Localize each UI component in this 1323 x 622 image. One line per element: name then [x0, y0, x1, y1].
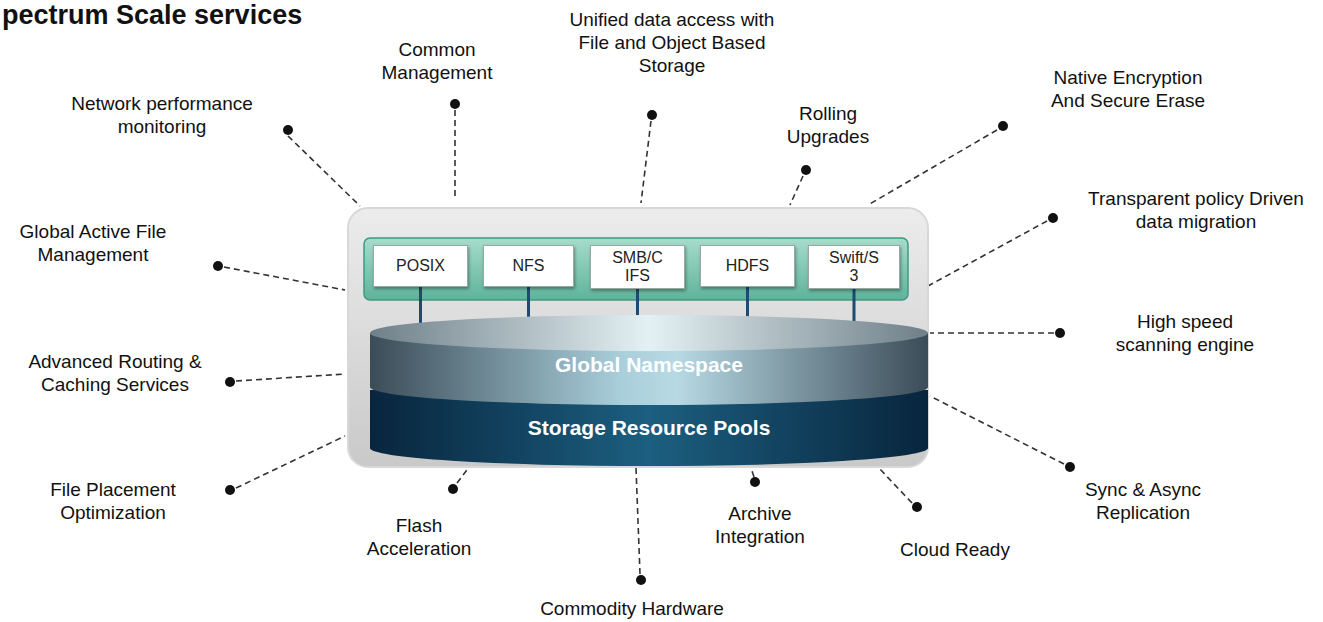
protocol-name: HDFS [726, 257, 770, 275]
layer-name: Global Namespace [555, 353, 743, 377]
service-label: Sync & Async Replication [1073, 478, 1213, 524]
protocol-name: SMB/C IFS [610, 249, 666, 285]
service-label: Unified data access with File and Object… [552, 8, 792, 77]
service-label: Common Management [372, 38, 502, 84]
services-container [348, 208, 928, 467]
protocol-box: Swift/S 3 [808, 245, 900, 289]
protocol-box: POSIX [373, 245, 468, 287]
service-label: Advanced Routing & Caching Services [18, 350, 213, 396]
service-label: Cloud Ready [880, 538, 1030, 561]
leader-lines [224, 110, 1064, 574]
protocol-box: SMB/C IFS [590, 245, 685, 289]
service-label: High speed scanning engine [1103, 310, 1268, 356]
leader-dots [213, 99, 1075, 585]
service-label: Native Encryption And Secure Erase [1038, 66, 1218, 112]
service-label: Flash Acceleration [357, 514, 482, 560]
diagram-title: pectrum Scale services [2, 0, 302, 31]
protocol-name: Swift/S 3 [826, 249, 882, 285]
service-label: File Placement Optimization [41, 478, 186, 524]
service-label: Archive Integration [703, 502, 818, 548]
service-label: Rolling Upgrades [773, 102, 883, 148]
protocol-name: NFS [513, 257, 545, 275]
protocol-box: NFS [483, 245, 574, 287]
namespace-band: Global Namespace [370, 315, 928, 405]
service-label: Commodity Hardware [507, 597, 757, 620]
protocol-box: HDFS [700, 245, 795, 287]
layer-name: Storage Resource Pools [528, 416, 771, 440]
service-label: Global Active File Management [3, 220, 183, 266]
service-label: Network performance monitoring [57, 92, 267, 138]
service-label: Transparent policy Driven data migration [1086, 187, 1306, 233]
protocol-name: POSIX [396, 257, 445, 275]
